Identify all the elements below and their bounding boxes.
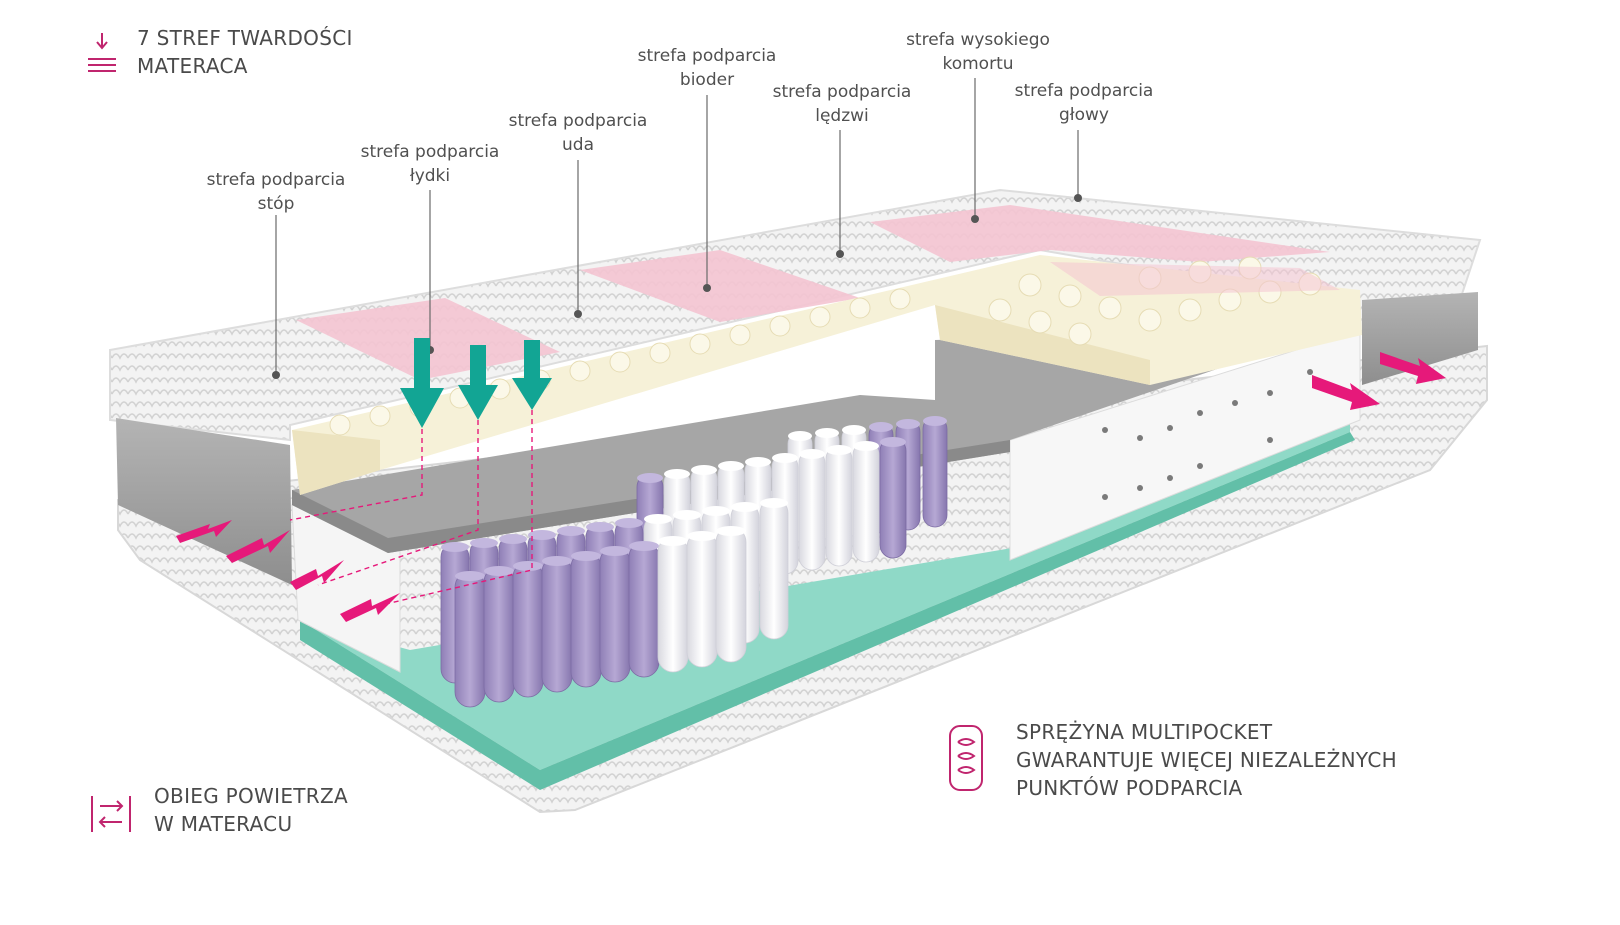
legend-spring-line3: PUNKTÓW PODPARCIA: [1016, 776, 1243, 800]
zone-label-hips: strefa podparcia bioder: [627, 44, 787, 92]
zone-label-calves: strefa podparcia łydki: [350, 140, 510, 188]
spring-coil: [454, 571, 486, 708]
legend-spring-line2: GWARANTUJE WIĘCEJ NIEZALEŻNYCH: [1016, 748, 1397, 772]
zone-label-high-comfort: strefa wysokiego komortu: [888, 28, 1068, 76]
zone-label-line2: uda: [562, 135, 594, 155]
spring-coil: [798, 449, 826, 571]
zone-label-line1: strefa podparcia: [637, 46, 777, 66]
legend-airflow-line1: OBIEG POWIETRZA: [154, 784, 348, 808]
pressure-arrows: [400, 338, 552, 428]
zone-label-line2: lędzwi: [815, 106, 869, 126]
zone-label-line1: strefa wysokiego: [906, 30, 1050, 50]
airflow-arrows-icon: [91, 796, 131, 832]
spring-coil: [715, 526, 747, 663]
legend-airflow-line2: W MATERACU: [154, 812, 293, 836]
legend-spring: SPRĘŻYNA MULTIPOCKET GWARANTUJE WIĘCEJ N…: [1016, 718, 1397, 802]
legend-zones-line2: MATERACA: [137, 54, 248, 78]
zone-label-head: strefa podparcia głowy: [1004, 79, 1164, 127]
legend-airflow: OBIEG POWIETRZA W MATERACU: [154, 782, 348, 838]
zone-label-line1: strefa podparcia: [1014, 81, 1154, 101]
spring-coil: [570, 551, 602, 688]
zone-label-line1: strefa podparcia: [206, 170, 346, 190]
legend-zones: 7 STREF TWARDOŚCI MATERACA: [137, 24, 353, 80]
zone-label-line2: komortu: [942, 54, 1014, 74]
zone-label-lumbar: strefa podparcia lędzwi: [762, 80, 922, 128]
pocket-springs: [440, 416, 948, 708]
spring-coil: [628, 541, 660, 678]
zone-label-line2: łydki: [409, 166, 451, 186]
legend-spring-line1: SPRĘŻYNA MULTIPOCKET: [1016, 720, 1273, 744]
spring-coil: [686, 531, 718, 668]
zone-label-line1: strefa podparcia: [772, 82, 912, 102]
spring-coil: [922, 416, 948, 528]
zone-label-line2: stóp: [257, 194, 295, 214]
zone-pointer-lines: [272, 78, 1082, 379]
zone-label-thighs: strefa podparcia uda: [498, 109, 658, 157]
zones-arrow-icon: [88, 33, 116, 72]
zone-label-line1: strefa podparcia: [508, 111, 648, 131]
spring-coil: [657, 536, 689, 673]
zone-label-feet: strefa podparcia stóp: [196, 168, 356, 216]
spring-coil: [541, 556, 573, 693]
spring-coil: [483, 566, 515, 703]
spring-coil: [512, 561, 544, 698]
pocket-spring-icon: [949, 725, 983, 791]
airflow-dashed-paths: [289, 410, 533, 611]
spring-coil: [852, 441, 880, 563]
zone-label-line1: strefa podparcia: [360, 142, 500, 162]
spring-coil: [599, 546, 631, 683]
zone-label-line2: bioder: [679, 70, 735, 90]
spring-coil: [759, 498, 789, 640]
legend-zones-line1: 7 STREF TWARDOŚCI: [137, 26, 353, 50]
spring-coil: [825, 445, 853, 567]
airflow-arrows: [176, 352, 1446, 622]
zone-label-line2: głowy: [1059, 105, 1109, 125]
spring-coil: [879, 437, 907, 559]
